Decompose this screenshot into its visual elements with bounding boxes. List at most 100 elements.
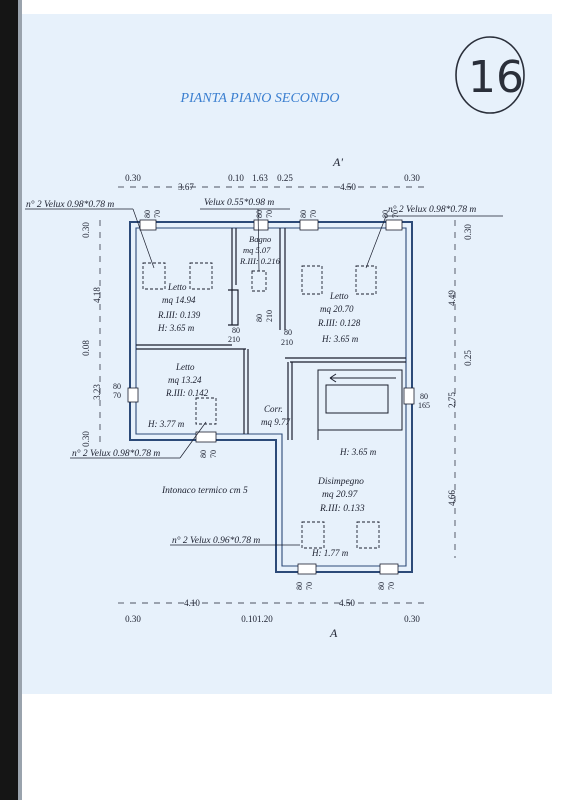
opening-label: 70 bbox=[387, 582, 396, 590]
opening-label: 70 bbox=[113, 391, 121, 400]
room-letto-2: Letto mq 20.70 R.III: 0.128 H: 3.65 m bbox=[317, 291, 361, 344]
room-ratio: R.III: 0.133 bbox=[319, 504, 365, 514]
dim-bottom-1: 4.10 bbox=[184, 598, 200, 608]
room-disimpegno: Disimpegno mq 20.97 R.III: 0.133 H: 1.77… bbox=[311, 477, 365, 558]
room-area: mq 9.77 bbox=[261, 417, 290, 427]
room-bagno: Bagno mq 5.07 R.III: 0.216 bbox=[239, 234, 281, 266]
opening-label: 80 bbox=[377, 582, 386, 590]
dim-left-1: 0.30 bbox=[81, 222, 91, 238]
velux-label-bottom-right: n° 2 Velux 0.96*0.78 m bbox=[172, 535, 260, 546]
section-mark-top: A' bbox=[332, 155, 343, 169]
room-area: mq 5.07 bbox=[243, 245, 271, 255]
dim-bottom-4: 0.101.20 bbox=[241, 614, 273, 624]
opening-label: 70 bbox=[305, 582, 314, 590]
dim-left-5: 0.30 bbox=[81, 431, 91, 447]
blank-margin bbox=[22, 694, 552, 800]
thermal-plaster-note: Intonaco termico cm 5 bbox=[161, 486, 248, 496]
velux-label-top-left: n° 2 Velux 0.98*0.78 m bbox=[26, 199, 114, 210]
room-height: H: 3.77 m bbox=[147, 419, 185, 429]
page-number-circle bbox=[455, 36, 525, 114]
opening-label: 210 bbox=[228, 335, 240, 344]
drawing-sheet bbox=[22, 14, 552, 694]
opening-label: 210 bbox=[265, 310, 274, 322]
dim-right-3: 0.25 bbox=[463, 350, 473, 366]
room-name: Corr. bbox=[264, 404, 283, 414]
room-area: mq 14.94 bbox=[162, 295, 196, 305]
dim-top-3: 0.10 bbox=[228, 173, 244, 183]
dim-top-5: 0.25 bbox=[277, 173, 293, 183]
left-dimensions: 0.30 4.18 0.08 3.23 0.30 bbox=[81, 220, 102, 447]
opening-label: 80 bbox=[420, 392, 428, 401]
plan-title: PIANTA PIANO SECONDO bbox=[180, 91, 340, 106]
outer-walls bbox=[129, 221, 413, 573]
opening-label: 80 bbox=[381, 210, 390, 218]
binder-edge bbox=[0, 0, 18, 800]
room-ratio: R.III: 0.128 bbox=[317, 318, 361, 328]
interior-walls bbox=[136, 228, 406, 440]
dim-right-1: 0.30 bbox=[463, 224, 473, 240]
opening-label: 80 bbox=[232, 326, 240, 335]
dim-bottom-5: 0.30 bbox=[404, 614, 420, 624]
dim-left-3: 0.08 bbox=[81, 340, 91, 356]
dim-top-7: 0.30 bbox=[404, 173, 420, 183]
opening-label: 80 bbox=[255, 210, 264, 218]
dim-right-5: 4.66 bbox=[447, 490, 457, 506]
opening-label: 80 bbox=[284, 328, 292, 337]
page-number: 16 bbox=[468, 52, 524, 103]
room-letto-3: Letto mq 13.24 R.III: 0.142 H: 3.77 m bbox=[147, 362, 209, 429]
opening-label: 80 bbox=[299, 210, 308, 218]
top-dimensions: 0.30 3.67 0.10 1.63 0.25 4.50 0.30 bbox=[118, 173, 430, 192]
room-area: mq 13.24 bbox=[168, 375, 202, 385]
opening-label: 80 bbox=[113, 382, 121, 391]
opening-label: 210 bbox=[281, 338, 293, 347]
room-name: Bagno bbox=[249, 234, 271, 244]
room-height: H: 3.65 m bbox=[339, 447, 377, 457]
velux-leaders bbox=[25, 208, 503, 546]
room-height: H: 1.77 m bbox=[311, 548, 349, 558]
room-ratio: R.III: 0.216 bbox=[239, 256, 281, 266]
opening-label: 70 bbox=[209, 450, 218, 458]
section-mark-bottom: A bbox=[329, 626, 338, 640]
opening-label: 70 bbox=[153, 210, 162, 218]
room-name: Letto bbox=[175, 362, 195, 372]
opening-label: 80 bbox=[255, 314, 264, 322]
room-corridor: Corr. mq 9.77 bbox=[261, 404, 290, 427]
right-dimensions: 0.30 4.49 0.25 2.75 4.66 bbox=[447, 220, 473, 558]
dim-right-4: 2.75 bbox=[447, 392, 457, 408]
opening-label: 165 bbox=[418, 401, 430, 410]
velux-label-top-center: Velux 0.55*0.98 m bbox=[204, 198, 274, 208]
dim-left-4: 3.23 bbox=[92, 384, 102, 400]
stairwell bbox=[317, 369, 403, 440]
opening-label: 70 bbox=[265, 210, 274, 218]
room-name: Letto bbox=[329, 291, 349, 301]
room-ratio: R.III: 0.142 bbox=[165, 388, 209, 398]
dim-top-1: 0.30 bbox=[125, 173, 141, 183]
dim-bottom-3: 0.30 bbox=[125, 614, 141, 624]
room-area: mq 20.97 bbox=[322, 490, 359, 500]
dim-right-2: 4.49 bbox=[447, 290, 457, 306]
dim-top-6: 4.50 bbox=[340, 182, 356, 192]
opening-label: 80 bbox=[295, 582, 304, 590]
dim-top-2: 3.67 bbox=[178, 182, 194, 192]
opening-label: 70 bbox=[391, 210, 400, 218]
room-area: mq 20.70 bbox=[320, 304, 354, 314]
opening-label: 80 bbox=[143, 210, 152, 218]
bottom-dimensions: 4.10 4.50 0.30 0.101.20 0.30 bbox=[118, 598, 430, 624]
dim-bottom-2: 4.50 bbox=[339, 598, 355, 608]
room-height: H: 3.65 m bbox=[157, 323, 195, 333]
stair-height: H: 3.65 m bbox=[339, 447, 377, 457]
dim-left-2: 4.18 bbox=[92, 287, 102, 303]
opening-label: 80 bbox=[199, 450, 208, 458]
opening-labels: 80 70 80 70 80 70 80 70 80 210 80 210 80… bbox=[113, 210, 430, 590]
room-name: Disimpegno bbox=[317, 477, 364, 487]
velux-label-bottom-left: n° 2 Velux 0.98*0.78 m bbox=[72, 448, 160, 459]
velux-label-top-right: n° 2 Velux 0.98*0.78 m bbox=[388, 204, 476, 215]
opening-label: 70 bbox=[309, 210, 318, 218]
room-name: Letto bbox=[167, 282, 187, 292]
room-letto-1: Letto mq 14.94 R.III: 0.139 H: 3.65 m bbox=[157, 282, 201, 333]
wall-openings bbox=[127, 219, 415, 575]
dim-top-4: 1.63 bbox=[252, 173, 268, 183]
room-height: H: 3.65 m bbox=[321, 334, 359, 344]
paper-edge-shadow bbox=[18, 0, 22, 800]
